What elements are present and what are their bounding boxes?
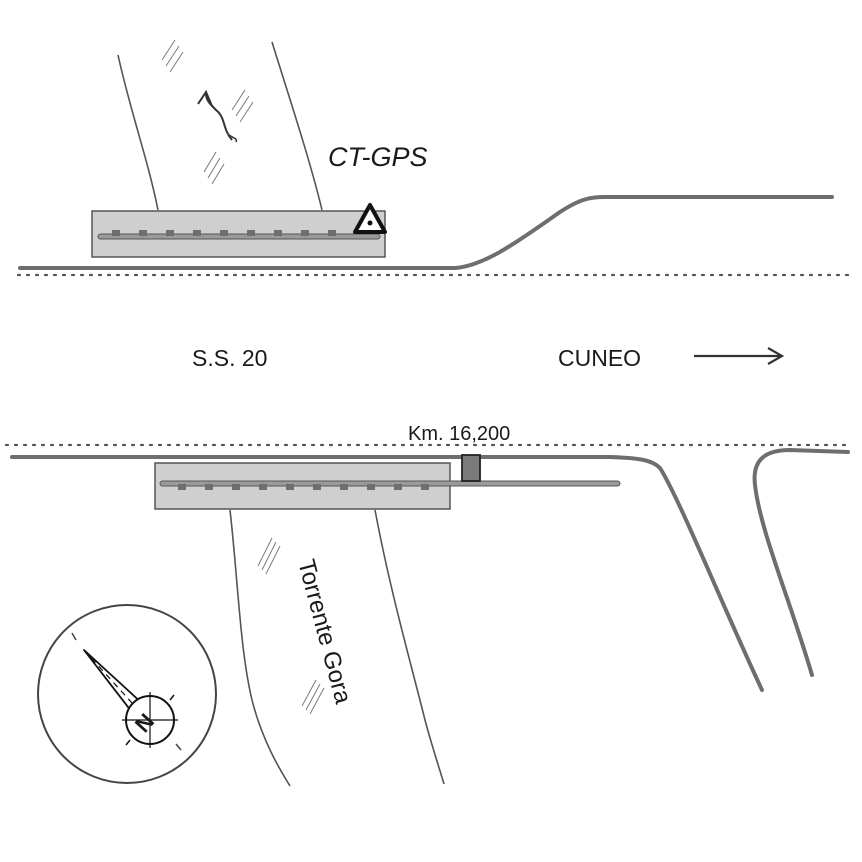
station-label: CT-GPS — [328, 142, 428, 172]
upper-bridge — [91, 210, 386, 258]
direction-arrow-icon — [694, 347, 785, 365]
lower-bridge — [154, 462, 621, 510]
upper-river — [117, 39, 323, 211]
gps-station-icon — [353, 203, 387, 234]
km-marker-post — [461, 454, 481, 482]
lower-road — [10, 455, 764, 692]
lower-river — [229, 509, 445, 787]
upper-road — [18, 195, 834, 270]
road-label: S.S. 20 — [192, 345, 267, 371]
direction-label: CUNEO — [558, 345, 641, 371]
river-label: Torrente Gora — [292, 557, 357, 708]
compass-rose-icon: N — [37, 604, 217, 784]
km-marker-label: Km. 16,200 — [408, 423, 510, 445]
flow-arrow-icon — [197, 89, 238, 143]
side-road — [752, 448, 850, 677]
